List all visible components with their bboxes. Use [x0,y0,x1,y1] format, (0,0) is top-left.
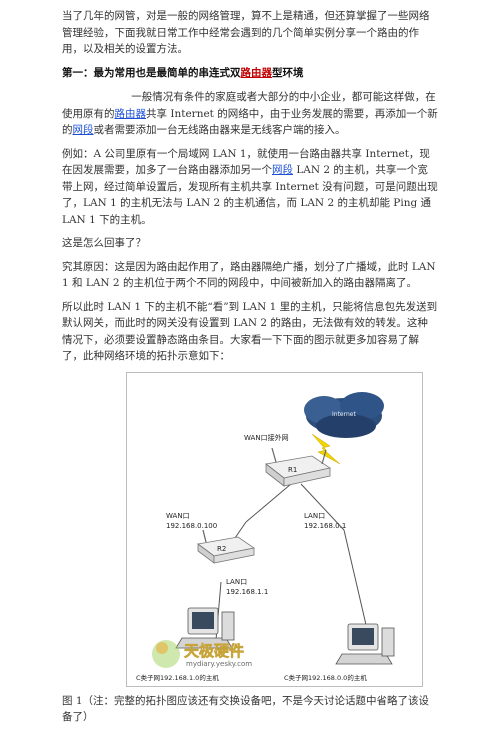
watermark-url: mydiary.yesky.com [186,660,252,668]
paragraph-4: 究其原因：这是因为路由起作用了，路由器隔绝广播，划分了广播域，此时 LAN 1 … [62,260,436,290]
r1-lan-title: LAN口 [304,512,325,520]
link-segment[interactable]: 网段 [72,124,94,136]
internet-label: Internet [332,411,356,418]
article: 当了几年的网管，对是一般的网络管理，算不上是精通，但还算掌握了一些网络管理经验，… [62,8,438,733]
paragraph-5: 所以此时 LAN 1 下的主机不能“看”到 LAN 1 里的主机，只能将信息包先… [62,300,438,363]
r1-label: R1 [288,466,297,474]
pc-right-caption: C类子网192.168.0.0的主机 [284,673,367,682]
heading-text-post: 型环境 [272,66,304,79]
para1-text-3: 或者需要添加一台无线路由器来是无线客户端的接入。 [93,124,346,136]
link-r1-pc-right [343,529,371,642]
para1-text-1: 一般情况有条件的家庭或者大部分的中小企业，都可能这样做，在使用原有的 [62,91,436,120]
router-r1-icon [265,447,332,487]
router-r2-icon [197,529,256,564]
section-heading: 第一：最为常用也是最简单的串连式双路由器型环境 [62,65,438,82]
r2-lan-ip: 192.168.1.1 [226,588,268,596]
r2-lan-title: LAN口 [226,578,247,586]
link-router[interactable]: 路由器 [114,107,147,120]
link-r1-lan [300,483,345,530]
watermark-text: 天极硬件 [184,642,244,660]
heading-text-pre: 第一：最为常用也是最简单的串连式双 [62,66,241,79]
pc-left-icon [175,607,235,648]
figure-caption: 图 1（注：完整的拓扑图应该还有交换设备吧，不是今天讨论话题中省略了该设备了） [62,694,430,724]
paragraph-3: 这是怎么回事了？ [62,237,146,249]
topology-diagram: Internet R1 WAN口接外网 R2 WAN口 [126,371,423,687]
para2-text-1: 例如：A 公司里原有一个局域网 LAN 1，就使用一台路由器共享 Interne… [62,147,430,177]
para1-text-2: 共享 Internet 的网络中，由于业务发展的需要，再添加一个新的 [62,107,438,137]
keyword-link-router[interactable]: 路由器 [240,66,273,79]
wan-label: WAN口接外网 [244,433,289,442]
intro-paragraph: 当了几年的网管，对是一般的网络管理，算不上是精通，但还算掌握了一些网络管理经验，… [62,10,430,55]
r2-wan-title: WAN口 [166,512,190,520]
link-r1-r2 [245,483,292,522]
pc-left-caption: C类子网192.168.1.0的主机 [136,673,219,682]
link-segment-2[interactable]: 网段 [272,164,293,176]
topology-figure: Internet R1 WAN口接外网 R2 WAN口 [126,371,423,687]
watermark-logo [152,639,180,668]
pc-right-icon [335,623,395,664]
r2-wan-ip: 192.168.0.100 [166,522,217,530]
internet-cloud-icon [304,391,384,438]
paragraph-1: 一般情况有条件的家庭或者大部分的中小企业，都可能这样做，在使用原有的路由器共享 … [62,89,438,139]
paragraph-2: 例如：A 公司里原有一个局域网 LAN 1，就使用一台路由器共享 Interne… [62,146,438,229]
para2-text-2: LAN 2 的主机，共享一个宽带上网，经过简单设置后，发现所有主机共享 Inte… [62,164,438,226]
r1-lan-ip: 192.168.0.1 [304,522,346,530]
r2-label: R2 [217,545,226,553]
